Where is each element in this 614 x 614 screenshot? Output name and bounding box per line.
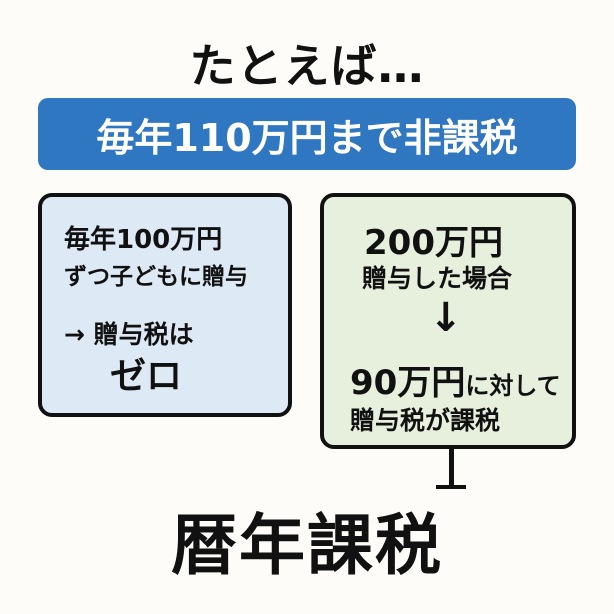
example-box-200man: 200万円 贈与した場合 ↓ 90万円に対して 贈与税が課税 (320, 193, 576, 449)
right-line-3-suffix: に対して (465, 372, 561, 400)
right-line-3: 90万円に対して (350, 355, 561, 404)
right-line-4: 贈与税が課税 (350, 406, 501, 435)
bottom-label: 暦年課税 (171, 507, 443, 584)
connector-line (449, 449, 454, 485)
left-line-1: 毎年100万円 (64, 225, 223, 255)
right-line-1: 200万円 (364, 223, 503, 263)
left-line-4: ゼロ (110, 356, 183, 397)
left-line-2: ずつ子どもに贈与 (64, 264, 248, 290)
left-line-3: → 贈与税は (64, 320, 194, 349)
page-title: たとえば… (189, 39, 425, 93)
down-arrow-icon: ↓ (429, 295, 463, 341)
connector-foot (436, 485, 466, 489)
right-line-3-amount: 90万円 (350, 363, 466, 403)
example-box-100man: 毎年100万円 ずつ子どもに贈与 → 贈与税は ゼロ (38, 193, 292, 417)
tax-free-banner: 毎年110万円まで非課税 (38, 98, 576, 170)
right-line-2: 贈与した場合 (362, 264, 513, 293)
